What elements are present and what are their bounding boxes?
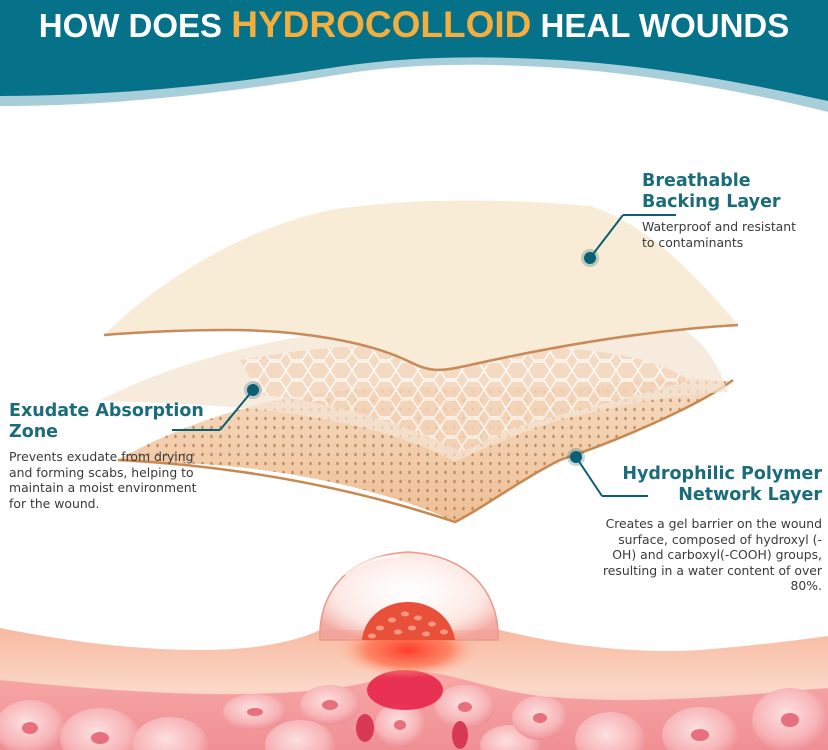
skin-cells [0, 685, 828, 750]
title-accent: HYDROCOLLOID [231, 4, 532, 45]
callout-backing-pointer [581, 214, 676, 267]
wound-tissue [362, 602, 455, 640]
callout-title: Breathable Backing Layer [642, 171, 781, 212]
callout-description: Waterproof and resistant to contaminants [642, 219, 796, 250]
callout-polymer-layer: Hydrophilic Polymer Network Layer Create… [560, 464, 822, 594]
callout-description: Creates a gel barrier on the wound surfa… [602, 516, 822, 593]
callout-exudate-pointer [172, 381, 262, 431]
page-title: HOW DOES HYDROCOLLOID HEAL WOUNDS [0, 4, 828, 46]
callout-title: Hydrophilic Polymer Network Layer [622, 464, 822, 505]
callout-polymer-pointer [567, 448, 648, 497]
callout-backing-layer: Breathable Backing Layer Waterproof and … [642, 171, 828, 250]
gel-bubble [319, 551, 499, 678]
title-prefix: HOW DOES [38, 7, 232, 44]
callout-description: Prevents exudate from drying and forming… [9, 449, 197, 511]
skin-cross-section [0, 628, 828, 750]
honeycomb-absorption-layer [100, 319, 728, 462]
callout-title: Exudate Absorption Zone [9, 401, 204, 442]
breathable-backing-layer [103, 200, 739, 372]
callout-exudate-zone: Exudate Absorption Zone Prevents exudate… [9, 401, 219, 511]
wound-blood [367, 670, 443, 710]
header-banner [0, 0, 828, 112]
title-suffix: HEAL WOUNDS [531, 7, 790, 44]
